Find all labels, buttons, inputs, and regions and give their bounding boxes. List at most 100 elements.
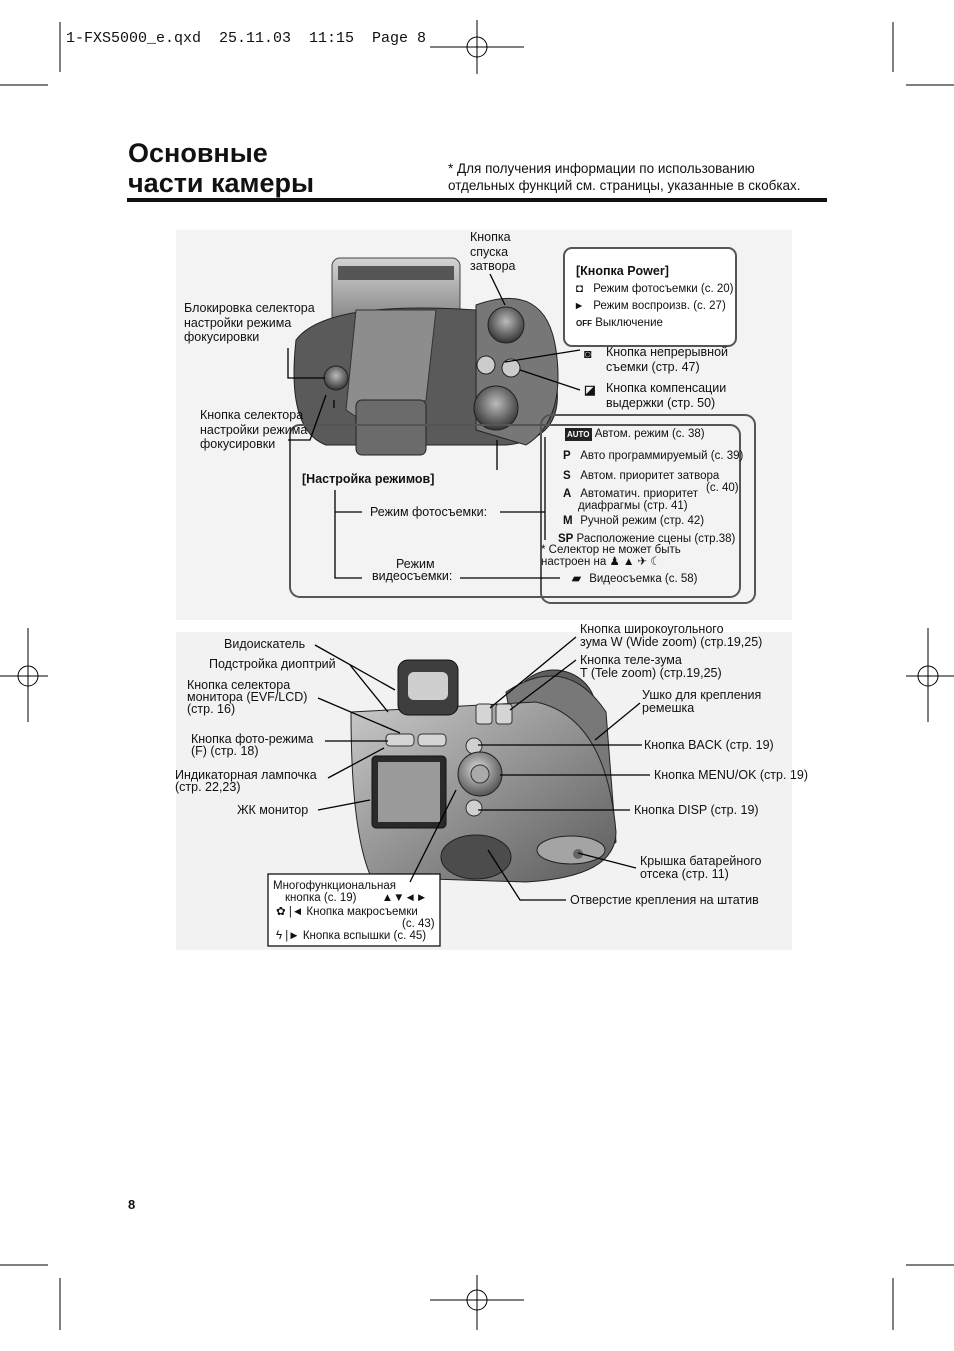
reference-note: * Для получения информации по использова… [448,160,801,194]
photo-mode-label: Режим фотосъемки: [370,505,488,519]
note-line-1: * Для получения информации по использова… [448,161,755,176]
monitor-selector-label: Кнопка селектора монитора (EVF/LCD) (стр… [187,678,308,716]
focus-button-label: Кнопка селектора настройки режима фокуси… [200,408,307,452]
lcd-monitor-label: ЖК монитор [237,803,309,817]
off-icon: OFF [576,319,592,328]
strap-eyelet-label: Ушко для крепления ремешка [642,689,761,715]
continuous-shot-icon: ◙ [584,347,592,361]
mode-symbol: P [563,450,571,462]
battery-cover-line-1: Крышка батарейного [640,854,762,868]
indicator-lamp-label: Индикаторная лампочка (стр. 22,23) [175,768,317,794]
monitor-selector-line-1: Кнопка селектора [187,678,291,692]
flash-text: Кнопка вспышки (с. 45) [302,930,427,942]
photo-mode-button-label: Кнопка фото-режима (F) (стр. 18) [191,732,314,758]
auto-mode-icon: AUTO [565,428,592,441]
mode-label: Автом. режим (с. 38) [594,428,705,440]
focus-lock-line-3: фокусировки [184,330,260,344]
macro-line-2: (с. 43) [402,918,435,930]
power-title: [Кнопка Power] [576,264,669,278]
mode-s-page: (с. 40) [706,482,739,494]
camera-top-photo [176,230,792,620]
indicator-lamp-line-2: (стр. 22,23) [175,780,241,794]
menu-ok-button-label: Кнопка MENU/OK (стр. 19) [654,768,808,782]
focus-lock-label: Блокировка селектора настройки режима фо… [184,301,315,345]
mode-sp: SP Расположение сцены (стр.38) [558,533,735,546]
wide-zoom-line-1: Кнопка широкоугольного [580,622,724,636]
mode-p: P Авто программируемый (с. 39) [563,450,743,463]
file-slug: 1-FXS5000_e.qxd 25.11.03 11:15 Page 8 [66,30,427,47]
mode-label: Расположение сцены (стр.38) [576,533,736,545]
mode-s: S Автом. приоритет затвора [563,470,719,483]
title-line-2: части камеры [128,168,315,198]
modes-title: [Настройка режимов] [302,472,435,486]
flash-button-label: ϟ |► Кнопка вспышки (с. 45) [276,930,426,943]
exposure-line-1: Кнопка компенсации [606,381,727,395]
mode-symbol: S [563,470,571,482]
continuous-line-1: Кнопка непрерывной [606,345,729,359]
video-mode-item: ▰ Видеосъемка (с. 58) [572,573,698,586]
exposure-compensation-icon: ◪ [584,383,596,397]
camera-back-photo [176,632,792,950]
page-title: Основные части камеры [128,138,314,198]
movie-icon: ▰ [572,573,581,585]
power-item-off: OFF Выключение [576,317,663,330]
selector-note-line-2: настроен на ♟ ▲ ✈ ☾ [541,556,681,568]
tripod-socket-label: Отверстие крепления на штатив [570,893,759,907]
battery-cover-line-2: отсека (стр. 11) [640,867,729,881]
mode-label: Автом. приоритет затвора [580,470,720,482]
back-button-label: Кнопка BACK (стр. 19) [644,738,774,752]
mode-label: Автоматич. приоритет [580,488,699,500]
multi-function-label: Многофункциональная кнопка (с. 19) ▲▼◄► [273,880,427,904]
power-item-label: Режим воспроизв. (с. 27) [593,300,726,312]
focus-lock-line-1: Блокировка селектора [184,301,315,315]
flash-icon: ϟ |► [276,930,300,942]
playback-icon: ▸ [576,300,582,312]
monitor-selector-line-3: (стр. 16) [187,702,236,716]
power-item-photo: ◘ Режим фотосъемки (с. 20) [576,283,733,296]
indicator-lamp-line-1: Индикаторная лампочка [175,768,317,782]
continuous-label: ◙ Кнопка непрерывной съемки (стр. 47) [584,345,728,374]
disp-button-label: Кнопка DISP (стр. 19) [634,803,759,817]
video-mode-line-1: Режим [396,557,435,571]
camera-icon: ◘ [576,283,583,295]
exposure-line-2: выдержки (стр. 50) [606,395,716,410]
page-number: 8 [128,1197,136,1212]
mode-label: Ручной режим (стр. 42) [580,515,705,527]
tele-zoom-line-2: T (Tele zoom) (стр.19,25) [580,666,722,680]
exposure-label: ◪ Кнопка компенсации выдержки (стр. 50) [584,381,726,410]
macro-line-1: ✿ |◄ Кнопка макросъемки [276,906,435,918]
tele-zoom-line-1: Кнопка теле-зума [580,653,682,667]
mode-a-line-2: диафрагмы (стр. 41) [578,500,688,512]
wide-zoom-line-2: зума W (Wide zoom) (стр.19,25) [580,635,763,649]
monitor-selector-line-2: монитора (EVF/LCD) [187,690,308,704]
wide-zoom-label: Кнопка широкоугольного зума W (Wide zoom… [580,623,762,649]
scene-icons: ♟ ▲ ✈ ☾ [609,556,661,568]
strap-eyelet-line-2: ремешка [642,701,695,715]
power-item-playback: ▸ Режим воспроизв. (с. 27) [576,300,726,313]
viewfinder-label: Видоискатель [224,637,306,651]
mode-symbol: SP [558,533,574,545]
focus-button-line-3: фокусировки [200,437,276,451]
multi-function-line-1: Многофункциональная [273,880,396,892]
selector-note-text: настроен на [541,556,607,568]
shutter-line-1: Кнопка [470,230,511,244]
focus-button-line-2: настройки режима [200,422,308,437]
multi-function-text: кнопка (с. 19) [285,892,357,904]
battery-cover-label: Крышка батарейного отсека (стр. 11) [640,855,761,881]
title-rule [127,198,827,202]
selector-note-line-1: * Селектор не может быть [541,544,681,556]
shutter-label: Кнопка спуска затвора [470,230,516,274]
focus-button-line-1: Кнопка селектора [200,408,304,422]
selector-note: * Селектор не может быть настроен на ♟ ▲… [541,544,681,568]
power-item-label: Выключение [595,317,663,329]
note-line-2: отдельных функций см. страницы, указанны… [448,178,801,193]
mode-label: Авто программируемый (с. 39) [580,450,744,462]
shutter-line-3: затвора [470,259,516,273]
photo-mode-button-line-1: Кнопка фото-режима [191,732,314,746]
macro-button-label: ✿ |◄ Кнопка макросъемки (с. 43) [276,906,435,930]
mode-auto: AUTO Автом. режим (с. 38) [565,428,705,441]
mode-symbol: M [563,515,573,527]
photo-mode-button-line-2: (F) (стр. 18) [191,744,259,758]
